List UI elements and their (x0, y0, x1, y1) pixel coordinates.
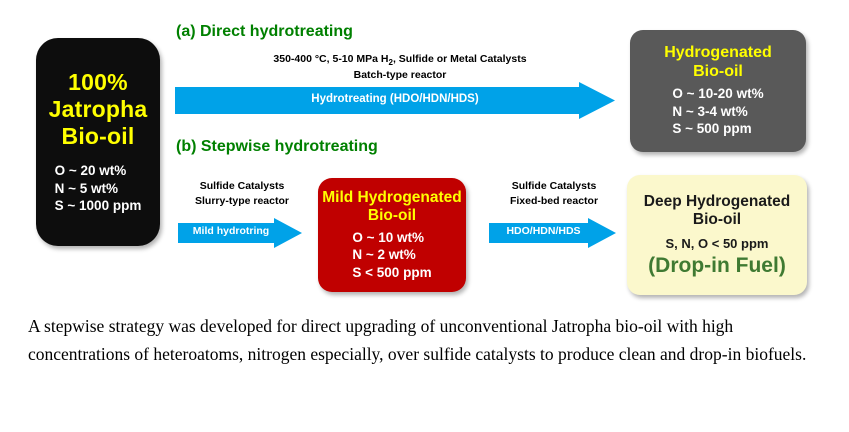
mild-arrow-shape (178, 218, 302, 248)
process-flow-diagram: 100% Jatropha Bio-oil O ~ 20 wt% N ~ 5 w… (36, 23, 807, 295)
product-box-deep-hydrogenated-bio-oil: Deep Hydrogenated Bio-oil S, N, O < 50 p… (627, 175, 807, 295)
deep-product-title-line2: Bio-oil (692, 210, 742, 228)
feed-box-title-line2: Jatropha (48, 95, 148, 122)
product-box-hydrogenated-bio-oil: Hydrogenated Bio-oil O ~ 10-20 wt% N ~ 3… (630, 30, 806, 152)
direct-product-spec-nitrogen: N ~ 3-4 wt% (672, 103, 748, 119)
mild-hydrotreating-arrow: Mild hydrotring (178, 218, 302, 248)
direct-product-title-line2: Bio-oil (693, 62, 743, 80)
direct-conditions-text-post: , Sulfide or Metal Catalysts (392, 53, 527, 65)
feed-box-spec-sulfur: S ~ 1000 ppm (54, 198, 142, 214)
direct-product-spec-sulfur: S ~ 500 ppm (672, 121, 752, 137)
feed-box-jatropha-bio-oil: 100% Jatropha Bio-oil O ~ 20 wt% N ~ 5 w… (36, 38, 160, 246)
feed-box-specs: O ~ 20 wt% N ~ 5 wt% S ~ 1000 ppm (55, 162, 142, 215)
deep-product-spec-heteroatoms: S, N, O < 50 ppm (665, 235, 769, 251)
mild-step-conditions-line2: Slurry-type reactor (195, 194, 289, 207)
feed-box-spec-nitrogen: N ~ 5 wt% (54, 180, 119, 196)
deep-step-conditions-line2: Fixed-bed reactor (509, 194, 599, 207)
deep-product-specs: S, N, O < 50 ppm (666, 236, 769, 253)
feed-box-title: 100% Jatropha Bio-oil (49, 69, 148, 149)
section-heading-stepwise-hydrotreating: (b) Stepwise hydrotreating (176, 138, 378, 155)
direct-arrow-shape (175, 82, 615, 119)
mild-product-title-line2: Bio-oil (367, 206, 417, 224)
direct-product-specs: O ~ 10-20 wt% N ~ 3-4 wt% S ~ 500 ppm (672, 85, 763, 138)
product-box-mild-hydrogenated-bio-oil: Mild Hydrogenated Bio-oil O ~ 10 wt% N ~… (318, 178, 466, 292)
direct-route-conditions: 350-400 °C, 5-10 MPa H2, Sulfide or Meta… (190, 52, 610, 83)
figure-caption: A stepwise strategy was developed for di… (28, 316, 807, 365)
feed-box-spec-oxygen: O ~ 20 wt% (54, 163, 127, 179)
deep-product-drop-in-fuel-label: (Drop-in Fuel) (648, 254, 786, 278)
mild-product-title-line1: Mild Hydrogenated (322, 188, 462, 206)
direct-route-conditions-line1: 350-400 °C, 5-10 MPa H2, Sulfide or Meta… (190, 52, 610, 68)
direct-conditions-subscript: 2 (388, 58, 393, 68)
direct-conditions-text-pre: 350-400 °C, 5-10 MPa H (273, 53, 389, 65)
deep-product-title: Deep Hydrogenated Bio-oil (644, 193, 790, 229)
direct-product-title-line1: Hydrogenated (664, 44, 772, 62)
mild-product-spec-oxygen: O ~ 10 wt% (352, 229, 425, 245)
mild-product-title: Mild Hydrogenated Bio-oil (322, 189, 462, 225)
feed-box-title-line1: 100% (68, 69, 128, 96)
direct-hydrotreating-arrow: Hydrotreating (HDO/HDN/HDS) (175, 82, 615, 119)
direct-route-conditions-line2: Batch-type reactor (353, 69, 447, 82)
deep-arrow-shape (489, 218, 616, 248)
deep-product-title-line1: Deep Hydrogenated (643, 192, 791, 210)
section-heading-direct-hydrotreating: (a) Direct hydrotreating (176, 23, 353, 40)
deep-hydrotreating-arrow: HDO/HDN/HDS (489, 218, 616, 248)
deep-step-conditions: Sulfide Catalysts Fixed-bed reactor (489, 179, 619, 209)
mild-product-specs: O ~ 10 wt% N ~ 2 wt% S < 500 ppm (352, 229, 431, 282)
mild-step-conditions: Sulfide Catalysts Slurry-type reactor (178, 179, 306, 209)
deep-step-conditions-line1: Sulfide Catalysts (511, 180, 597, 192)
feed-box-title-line3: Bio-oil (61, 122, 135, 149)
mild-product-spec-nitrogen: N ~ 2 wt% (352, 247, 416, 263)
mild-step-conditions-line1: Sulfide Catalysts (199, 180, 285, 192)
mild-product-spec-sulfur: S < 500 ppm (352, 264, 432, 280)
direct-product-spec-oxygen: O ~ 10-20 wt% (672, 86, 764, 102)
direct-product-title: Hydrogenated Bio-oil (664, 44, 772, 81)
